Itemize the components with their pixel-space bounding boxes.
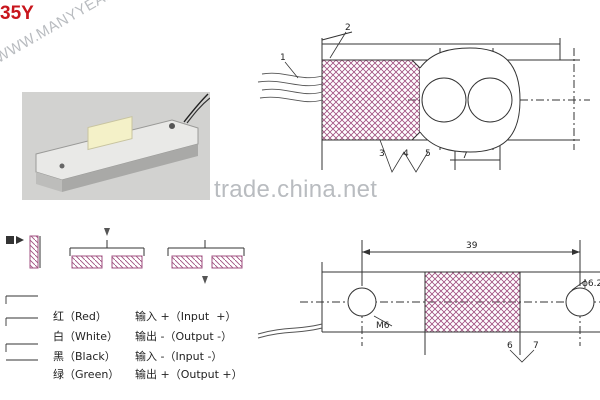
callout-1: 1	[280, 53, 286, 63]
callout-7-top: 7	[462, 151, 468, 161]
loading-modes	[6, 228, 245, 284]
wire-row-red: 红（Red） 输入 +（Input +）	[46, 293, 335, 323]
wire-function-white: 输出 -（Output -）	[135, 330, 233, 343]
wire-color-black: 黑（Black）	[53, 350, 116, 363]
callout-4: 4	[403, 149, 409, 159]
wire-function-red: 输入 +（Input +）	[135, 310, 237, 323]
callout-3: 3	[379, 149, 385, 159]
callout-7-bottom: 7	[533, 341, 539, 351]
wire-row-black: 黑（Black） 输入 -（Input -）	[46, 333, 335, 363]
hole-diameter: ϕ6.2	[582, 279, 600, 289]
model-title: 35Y	[0, 3, 34, 24]
wire-color-white: 白（White）	[53, 330, 118, 343]
wire-row-green: 绿（Green） 输出 +（Output +）	[46, 351, 335, 381]
callout-5: 5	[425, 149, 431, 159]
marketplace-watermark: trade.china.net	[214, 176, 378, 203]
product-photo	[22, 92, 210, 200]
wire-function-green: 输出 +（Output +）	[135, 368, 243, 381]
wire-color-red: 红（Red）	[53, 310, 107, 323]
callout-6: 6	[507, 341, 513, 351]
wire-color-green: 绿（Green）	[53, 368, 120, 381]
thread-label: M6	[376, 321, 390, 331]
wire-row-white: 白（White） 输出 -（Output -）	[46, 313, 335, 343]
wire-function-black: 输入 -（Input -）	[135, 350, 223, 363]
callout-2: 2	[345, 23, 351, 33]
dimension-39: 39	[466, 241, 478, 251]
